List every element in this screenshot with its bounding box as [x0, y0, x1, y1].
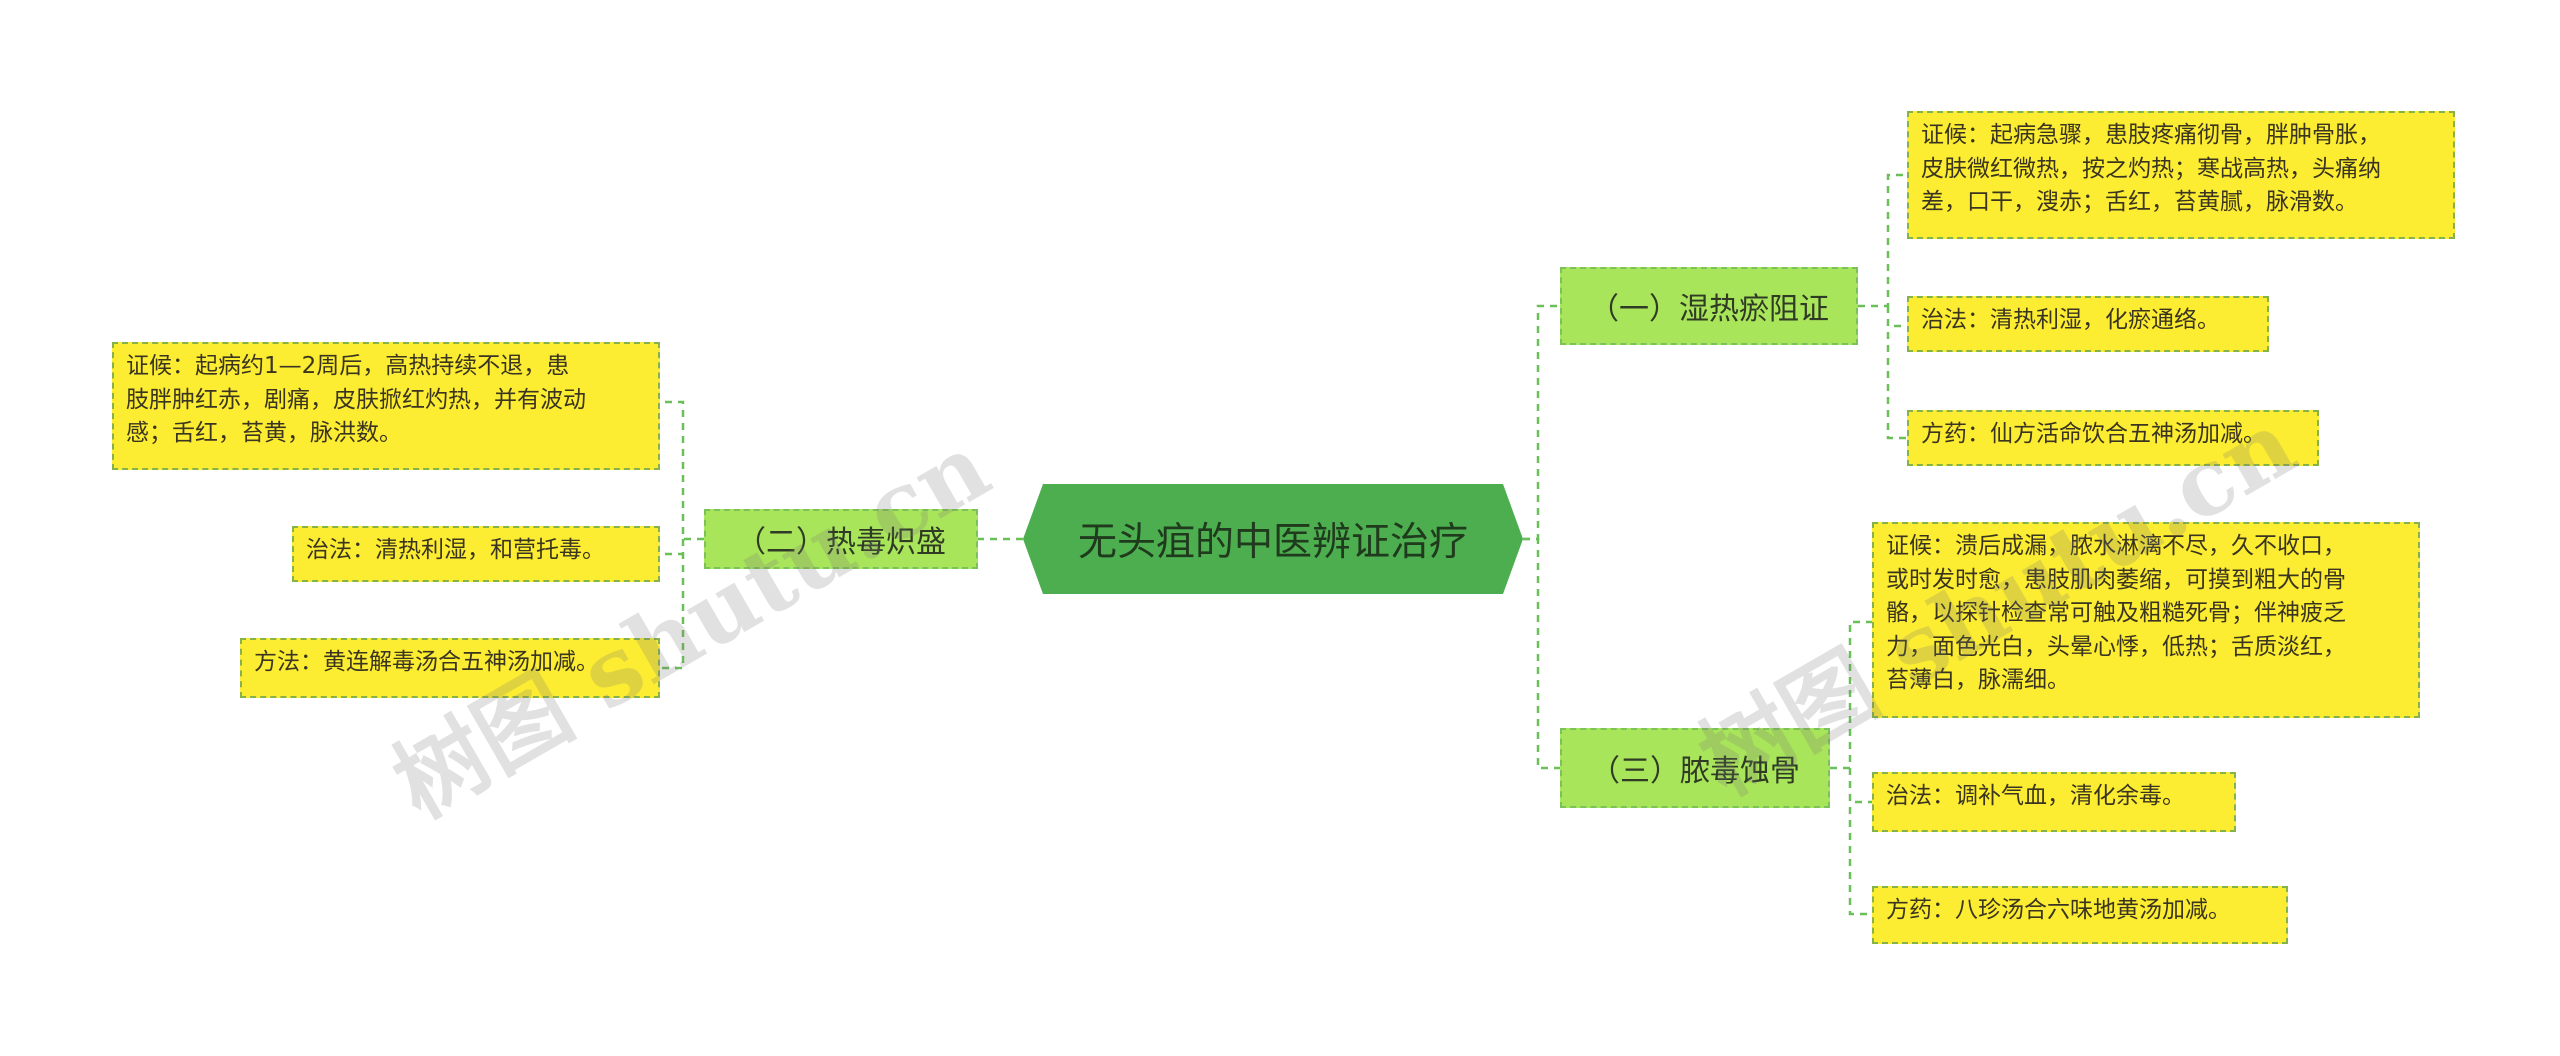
- branch-redu-chisheng[interactable]: （二）热毒炽盛: [704, 509, 978, 569]
- leaf-symptoms[interactable]: 证候：起病急骤，患肢疼痛彻骨，胖肿骨胀， 皮肤微红微热，按之灼热；寒战高热，头痛…: [1907, 111, 2455, 239]
- leaf-line: 差，口干，溲赤；舌红，苔黄腻，脉滑数。: [1921, 189, 2358, 215]
- leaf-line: 证候：起病急骤，患肢疼痛彻骨，胖肿骨胀，: [1921, 122, 2381, 148]
- connector-branch-2-leaves: [660, 400, 704, 670]
- branch-label: （一）湿热瘀阻证: [1589, 292, 1829, 327]
- connector-branch-1-leaves: [1858, 173, 1907, 440]
- leaf-prescription[interactable]: 方药：八珍汤合六味地黄汤加减。: [1872, 886, 2288, 944]
- connector-branch-3-leaves: [1830, 620, 1872, 916]
- leaf-prescription[interactable]: 方法：黄连解毒汤合五神汤加减。: [240, 638, 660, 698]
- leaf-treatment[interactable]: 治法：清热利湿，化瘀通络。: [1907, 296, 2269, 352]
- branch-shire-yuzu[interactable]: （一）湿热瘀阻证: [1560, 267, 1858, 345]
- leaf-line: 方法：黄连解毒汤合五神汤加减。: [254, 649, 599, 675]
- leaf-line: 皮肤微红微热，按之灼热；寒战高热，头痛纳: [1921, 155, 2381, 182]
- leaf-symptoms[interactable]: 证候：起病约1—2周后，高热持续不退，患 肢胖肿红赤，剧痛，皮肤掀红灼热，并有波…: [112, 342, 660, 470]
- leaf-line: 或时发时愈，患肢肌肉萎缩，可摸到粗大的骨: [1886, 566, 2346, 593]
- leaf-line: 治法：清热利湿，化瘀通络。: [1921, 307, 2220, 333]
- leaf-line: 骼，以探针检查常可触及粗糙死骨；伴神疲乏: [1886, 600, 2346, 626]
- leaf-line: 证候：溃后成漏，脓水淋漓不尽，久不收口，: [1886, 533, 2346, 559]
- leaf-line: 方药：八珍汤合六味地黄汤加减。: [1886, 897, 2231, 923]
- root-fill: [1023, 484, 1523, 594]
- leaf-line: 治法：清热利湿，和营托毒。: [306, 537, 605, 563]
- leaf-line: 肢胖肿红赤，剧痛，皮肤掀红灼热，并有波动: [126, 386, 586, 413]
- connector-root-branch-1: [1523, 304, 1560, 541]
- leaf-symptoms[interactable]: 证候：溃后成漏，脓水淋漓不尽，久不收口， 或时发时愈，患肢肌肉萎缩，可摸到粗大的…: [1872, 522, 2420, 718]
- leaf-line: 感；舌红，苔黄，脉洪数。: [126, 420, 402, 446]
- leaf-line: 治法：调补气血，清化余毒。: [1886, 783, 2185, 809]
- branch-label: （三）脓毒蚀骨: [1590, 754, 1800, 789]
- branch-nongdu-shigu[interactable]: （三）脓毒蚀骨: [1560, 728, 1830, 808]
- connector-root-branch-3: [1523, 537, 1560, 770]
- leaf-line: 证候：起病约1—2周后，高热持续不退，患: [126, 353, 570, 379]
- leaf-line: 方药：仙方活命饮合五神汤加减。: [1921, 421, 2266, 447]
- leaf-treatment[interactable]: 治法：调补气血，清化余毒。: [1872, 772, 2236, 832]
- leaf-prescription[interactable]: 方药：仙方活命饮合五神汤加减。: [1907, 410, 2319, 466]
- branch-label: （二）热毒炽盛: [736, 525, 946, 560]
- root-label: 无头疽的中医辨证治疗: [1077, 520, 1468, 565]
- root-hexagon-shape: [1023, 484, 1523, 594]
- root-topic[interactable]: 无头疽的中医辨证治疗: [1023, 484, 1523, 594]
- leaf-line: 苔薄白，脉濡细。: [1886, 667, 2070, 693]
- leaf-line: 力，面色光白，头晕心悸，低热；舌质淡红，: [1886, 633, 2346, 660]
- leaf-treatment[interactable]: 治法：清热利湿，和营托毒。: [292, 526, 660, 582]
